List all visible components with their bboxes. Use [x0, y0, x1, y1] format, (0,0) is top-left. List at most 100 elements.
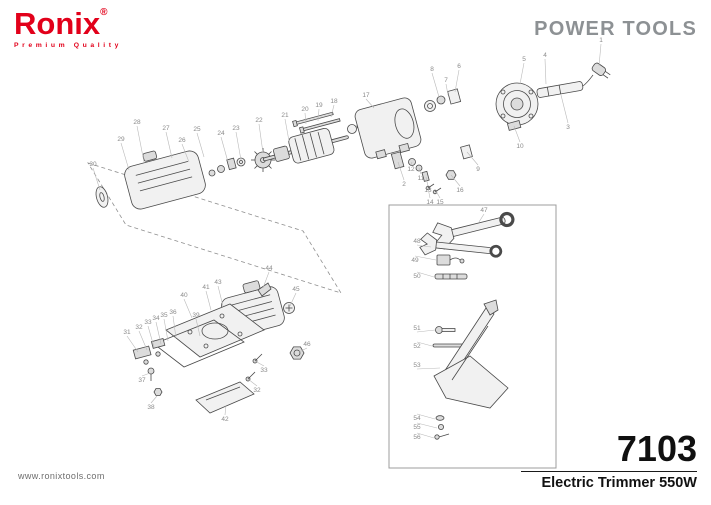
ronix-logo: Ronix® Premium Quality: [14, 7, 123, 50]
leader-line: [416, 422, 438, 429]
spindle-rod: [434, 273, 468, 280]
sub-plate: [153, 319, 245, 368]
part-number-label: 50: [413, 273, 421, 280]
leader-line: [235, 131, 242, 161]
part-number-label: 20: [301, 106, 309, 113]
base-plate: [165, 303, 265, 358]
projection-outline: [87, 162, 342, 294]
leader-line: [196, 132, 205, 158]
power-cord: [582, 74, 594, 87]
leader-line: [445, 83, 449, 96]
washer: [435, 415, 445, 421]
lower-assembly: [132, 280, 305, 414]
leader-line: [254, 360, 265, 367]
part-number-label: 32: [253, 387, 261, 394]
leader-line: [172, 315, 177, 339]
leader-line: [416, 329, 436, 333]
leader-line: [544, 58, 547, 85]
screw: [435, 326, 456, 334]
shoe-plate: [195, 381, 255, 414]
leader-line: [165, 131, 173, 159]
part-number-label: 7: [444, 77, 448, 84]
part-number-label: 21: [281, 112, 289, 119]
leader-line: [92, 167, 101, 191]
part-number-label: 13: [424, 187, 432, 194]
website-url: www.ronixtools.com: [18, 471, 105, 481]
part-number-label: 28: [133, 119, 141, 126]
part-number-label: 37: [138, 377, 146, 384]
leader-line: [435, 190, 441, 199]
leader-line: [397, 161, 405, 181]
leader-line: [284, 118, 290, 142]
leader-line: [416, 367, 441, 370]
leader-line: [298, 347, 308, 353]
part-number-label: 23: [232, 125, 240, 132]
leader-line: [224, 404, 227, 416]
part-number-label: 2: [402, 181, 406, 188]
output-tube: [536, 81, 584, 98]
part-number-label: 38: [147, 404, 155, 411]
part-number-label: 9: [476, 166, 480, 173]
part-number-label: 18: [330, 98, 338, 105]
leader-line: [416, 271, 435, 278]
model-number: 7103: [616, 428, 697, 469]
carbon-brush: [436, 254, 465, 266]
upper-assembly: [95, 62, 611, 210]
accessories-box: [388, 204, 557, 469]
power-plug: [591, 62, 611, 79]
part-number-label: 1: [599, 37, 603, 44]
leader-line: [247, 378, 258, 387]
leader-line: [289, 292, 297, 307]
part-number-label: 42: [221, 416, 229, 423]
leader-line: [466, 151, 479, 166]
part-number-label: 48: [413, 238, 421, 245]
end-cap: [95, 186, 109, 208]
part-number-label: 16: [456, 187, 464, 194]
part-number-label: 51: [413, 325, 421, 332]
leader-line: [365, 98, 375, 109]
armature: [262, 127, 349, 164]
small-screw: [434, 434, 440, 440]
part-number-label: 49: [411, 257, 419, 264]
part-number-label: 3: [566, 124, 570, 131]
leader-line: [258, 123, 264, 154]
long-screws: [292, 111, 341, 134]
leader-line: [138, 330, 148, 351]
clamp-knob: [289, 346, 305, 360]
part-number-label: 4: [543, 52, 547, 59]
leader-line: [155, 321, 162, 345]
part-number-label: 33: [260, 367, 268, 374]
leader-line: [416, 432, 435, 439]
motor-housing: [124, 150, 206, 210]
leader-line: [513, 125, 521, 143]
leader-line: [150, 395, 158, 404]
leader-line: [141, 372, 151, 377]
leader-line: [147, 325, 155, 348]
part-number-label: 53: [413, 362, 421, 369]
part-number-label: 40: [180, 292, 188, 299]
part-number-label: 54: [413, 415, 421, 422]
part-number-label: 29: [117, 136, 125, 143]
leader-line: [478, 213, 485, 223]
model-block: 7103 Electric Trimmer 550W: [521, 431, 697, 491]
part-number-label: 24: [217, 130, 225, 137]
product-name: Electric Trimmer 550W: [541, 475, 697, 491]
part-number-label: 33: [144, 319, 152, 326]
leader-line: [317, 108, 320, 122]
part-number-label: 14: [426, 199, 434, 206]
stator: [354, 97, 422, 160]
leader-line: [416, 341, 433, 347]
part-number-label: 47: [480, 207, 488, 214]
registered-mark: ®: [100, 7, 108, 18]
leader-line: [414, 255, 437, 261]
power-tools-label: POWER TOOLS: [534, 18, 697, 40]
leader-line: [220, 136, 229, 163]
leader-line: [163, 318, 169, 342]
part-number-label: 45: [292, 286, 300, 293]
part-number-label: 56: [413, 434, 421, 441]
brand-tagline: Premium Quality: [14, 42, 123, 49]
part-number-label: 39: [192, 312, 200, 319]
leader-line: [560, 94, 569, 124]
